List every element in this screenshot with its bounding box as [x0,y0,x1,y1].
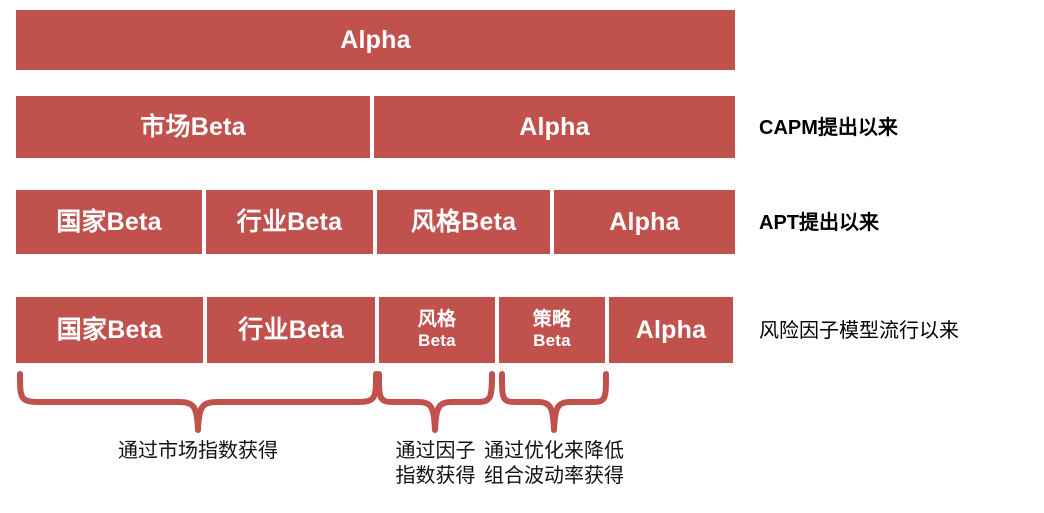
segment-alpha-total[interactable]: Alpha [16,10,735,70]
segment-label: 行业Beta [236,207,343,236]
brace-optimization [499,371,609,434]
brace-factor-index [376,371,495,434]
brace-market-index [17,371,379,434]
brace-shape-icon [17,371,379,433]
segment-label: Alpha [609,207,680,236]
era-label-zh: 提出以来 [817,115,898,139]
segment-label: Alpha [519,112,590,141]
bar-row-capm: 市场Beta Alpha [16,96,735,158]
bar-row-risk-factor: 国家Beta 行业Beta 风格 Beta 策略 Beta Alpha [16,297,735,363]
segment-label: 行业Beta [238,315,344,344]
segment-industry-beta[interactable]: 行业Beta [205,190,374,254]
era-label-en: APT [759,212,799,234]
segment-label-line1: 策略 [532,309,572,331]
brace-caption-optimization: 通过优化来降低 组合波动率获得 [479,438,629,488]
segment-label: 风格Beta [410,207,517,236]
segment-label-line2: Beta [533,331,571,351]
segment-label: 国家Beta [56,315,163,344]
segment-style-beta[interactable]: 风格 Beta [379,297,495,363]
caption-line: 通过因子 [395,438,476,462]
segment-label-line2: Beta [418,331,456,351]
segment-industry-beta[interactable]: 行业Beta [207,297,375,363]
segment-label-line1: 风格 [417,309,457,331]
segment-alpha-risk[interactable]: Alpha [609,297,733,363]
era-label-capm: CAPM提出以来 [759,117,898,138]
bar-row-total: Alpha [16,10,735,70]
segment-label: Alpha [635,315,707,344]
segment-alpha-capm[interactable]: Alpha [374,96,735,158]
era-label-zh: 风险因子模型流行以来 [759,318,959,342]
segment-style-beta[interactable]: 风格Beta [377,190,551,254]
bar-row-apt: 国家Beta 行业Beta 风格Beta Alpha [16,190,735,254]
caption-line: 组合波动率获得 [484,463,624,487]
segment-alpha-apt[interactable]: Alpha [554,190,735,254]
brace-caption-market-index: 通过市场指数获得 [18,438,378,463]
segment-label: Alpha [340,25,411,54]
caption-line: 通过市场指数获得 [118,438,278,462]
segment-country-beta[interactable]: 国家Beta [16,190,202,254]
brace-caption-factor-index: 通过因子 指数获得 [371,438,500,488]
brace-shape-icon [499,371,609,433]
segment-market-beta[interactable]: 市场Beta [16,96,370,158]
brace-shape-icon [376,371,495,433]
era-label-en: CAPM [759,117,818,139]
era-label-risk-factor: 风险因子模型流行以来 [759,320,959,341]
era-label-zh: 提出以来 [799,210,879,234]
segment-strategy-beta[interactable]: 策略 Beta [499,297,605,363]
era-label-apt: APT提出以来 [759,212,879,233]
caption-line: 指数获得 [395,463,476,487]
caption-line: 通过优化来降低 [484,438,624,462]
segment-label: 国家Beta [56,207,162,236]
segment-label: 市场Beta [140,112,246,141]
segment-country-beta[interactable]: 国家Beta [16,297,203,363]
